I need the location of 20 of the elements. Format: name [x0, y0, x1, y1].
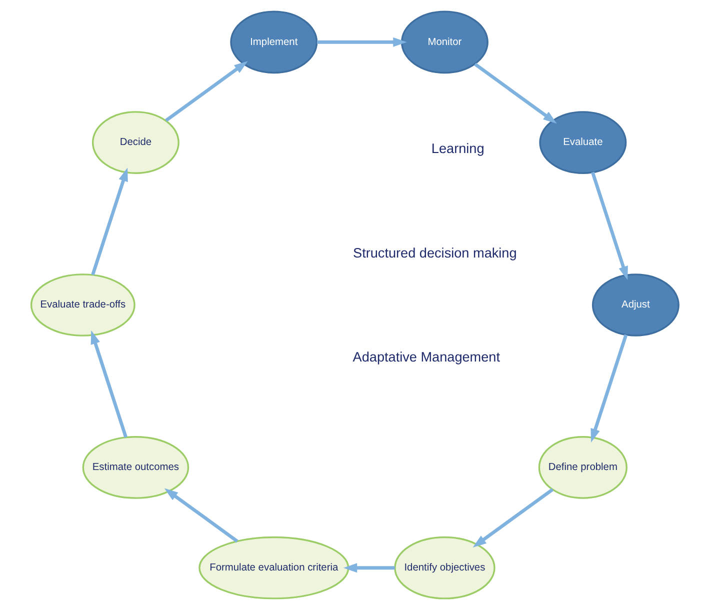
- node-ellipse: Formulate evaluation criteria: [198, 536, 349, 600]
- arrow: [90, 168, 128, 276]
- arrow: [472, 488, 554, 548]
- arrow: [474, 62, 556, 124]
- node-ellipse: Define problem: [538, 436, 627, 499]
- node-ellipse: Monitor: [400, 10, 488, 74]
- arrow: [590, 334, 628, 442]
- arrow: [316, 37, 406, 47]
- arrow: [342, 563, 394, 573]
- node-ellipse: Evaluate trade-offs: [30, 274, 135, 336]
- label: Structured decision making: [352, 245, 516, 260]
- node-ellipse: Estimate outcomes: [82, 436, 189, 499]
- node-ellipse: Adjust: [591, 274, 679, 336]
- label: Adaptative Management: [352, 350, 500, 365]
- label: Learning: [430, 140, 484, 156]
- arrow: [164, 488, 238, 543]
- arrow: [90, 330, 127, 438]
- node-ellipse: Decide: [91, 111, 179, 174]
- arrow: [164, 61, 248, 122]
- arrow: [590, 172, 628, 280]
